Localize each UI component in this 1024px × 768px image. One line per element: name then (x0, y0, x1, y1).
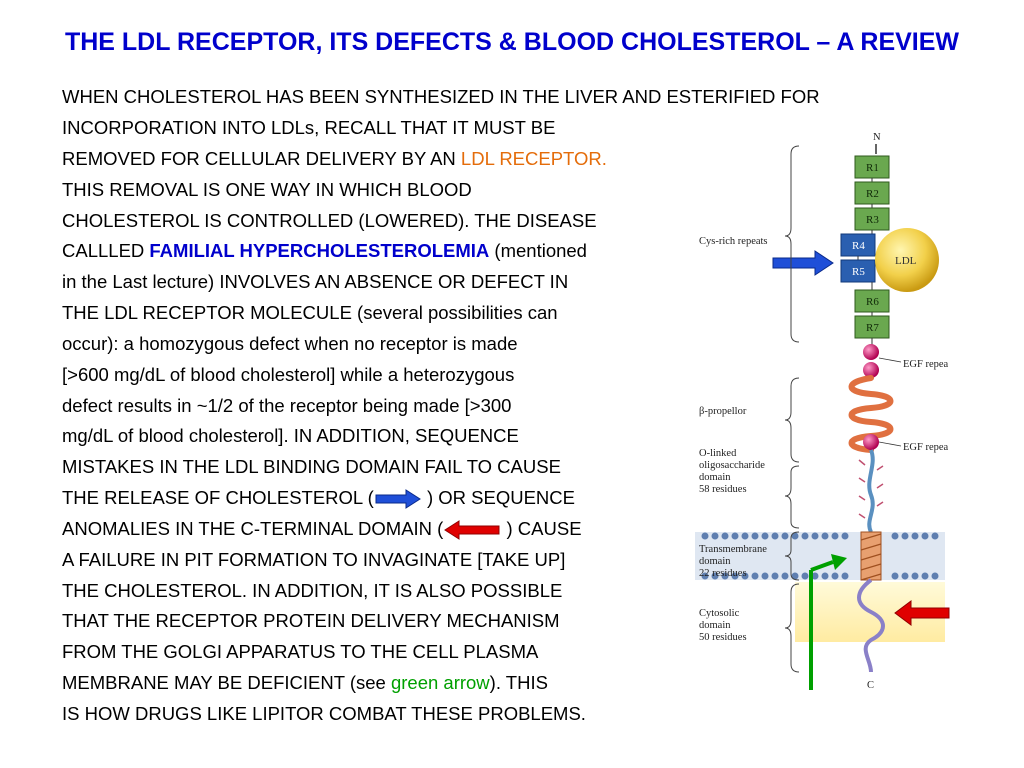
o-linked-label: oligosaccharide (699, 460, 765, 471)
text-line: [>600 mg/dL of blood cholesterol] while … (62, 364, 515, 385)
repeat-label: R2 (866, 188, 879, 200)
blue-arrow-icon (375, 489, 421, 510)
egf-bead (863, 344, 879, 360)
text-segment: THE RELEASE OF CHOLESTEROL ( (62, 487, 374, 508)
text-line: THE RELEASE OF CHOLESTEROL ( ) OR SEQUEN… (62, 487, 575, 510)
text-segment: MEMBRANE MAY BE DEFICIENT (see (62, 672, 391, 693)
repeat-label: R6 (866, 296, 879, 308)
transmembrane-label: 22 residues (699, 568, 747, 579)
domain-braces (784, 145, 800, 673)
ldl-receptor-diagram: N R1 R2 R3 R4 R5 R6 R7 LDL EGF repea EG (695, 132, 950, 691)
cys-rich-label: Cys-rich repeats (699, 236, 768, 247)
repeat-label: R3 (866, 214, 879, 226)
oligosaccharide-chains (858, 459, 884, 519)
cytosolic-tail (857, 578, 885, 673)
transmembrane-label: Transmembrane (699, 544, 767, 555)
text-line: MEMBRANE MAY BE DEFICIENT (see green arr… (62, 672, 548, 694)
text-segment: CALLLED (62, 240, 150, 261)
text-line: INCORPORATION INTO LDLs, RECALL THAT IT … (62, 117, 556, 138)
repeat-label: R1 (866, 162, 879, 174)
text-line: MISTAKES IN THE LDL BINDING DOMAIN FAIL … (62, 456, 561, 477)
green-arrow-icon (831, 554, 847, 570)
text-line: ANOMALIES IN THE C-TERMINAL DOMAIN ( ) C… (62, 518, 582, 541)
text-line: THAT THE RECEPTOR PROTEIN DELIVERY MECHA… (62, 610, 560, 631)
cytosolic-label: domain (699, 620, 731, 631)
text-line: THE CHOLESTEROL. IN ADDITION, IT IS ALSO… (62, 580, 563, 601)
green-arrow-highlight: green arrow (390, 672, 490, 693)
o-linked-label: O-linked (699, 448, 737, 459)
text-segment: ) CAUSE (501, 518, 582, 539)
slide-title: THE LDL RECEPTOR, ITS DEFECTS & BLOOD CH… (64, 28, 960, 56)
text-segment: REMOVED FOR CELLULAR DELIVERY BY AN (62, 148, 461, 169)
membrane-lipids (701, 532, 939, 580)
n-terminus-label: N (873, 132, 881, 143)
ldl-receptor-highlight: LDL RECEPTOR. (460, 148, 607, 169)
cytosolic-label: Cytosolic (699, 608, 740, 619)
text-line: IS HOW DRUGS LIKE LIPITOR COMBAT THESE P… (62, 703, 586, 724)
egf-repeat-label: EGF repea (903, 442, 949, 453)
o-linked-label: 58 residues (699, 484, 747, 495)
egf-repeat-label: EGF repea (903, 359, 949, 370)
red-arrow-icon (894, 600, 950, 626)
egf-bead (863, 362, 879, 378)
text-line: THIS REMOVAL IS ONE WAY IN WHICH BLOOD (62, 179, 472, 200)
text-segment: ). THIS (489, 672, 548, 693)
egf-bead (863, 434, 879, 450)
cytosolic-label: 50 residues (699, 632, 747, 643)
text-line: occur): a homozygous defect when no rece… (62, 333, 518, 354)
blue-arrow-icon (772, 250, 834, 276)
text-line: A FAILURE IN PIT FORMATION TO INVAGINATE… (62, 549, 566, 570)
red-arrow-icon (444, 520, 500, 541)
repeat-box (840, 259, 876, 283)
text-line: REMOVED FOR CELLULAR DELIVERY BY AN LDL … (62, 148, 607, 170)
beta-propeller-label: β-propellor (699, 406, 747, 417)
o-linked-stalk (867, 449, 875, 533)
ldl-particle (875, 228, 939, 292)
text-segment: ANOMALIES IN THE C-TERMINAL DOMAIN ( (62, 518, 444, 539)
c-terminus-label: C (867, 680, 874, 691)
o-linked-label: domain (699, 472, 731, 483)
text-line: defect results in ~1/2 of the receptor b… (62, 395, 512, 416)
text-line: CALLLED FAMILIAL HYPERCHOLESTEROLEMIA (m… (62, 240, 587, 262)
text-line: in the Last lecture) INVOLVES AN ABSENCE… (62, 271, 569, 292)
repeat-label: R7 (866, 322, 879, 334)
transmembrane-label: domain (699, 556, 731, 567)
ldl-label: LDL (895, 255, 917, 267)
disease-name-highlight: FAMILIAL HYPERCHOLESTEROLEMIA (149, 240, 490, 261)
text-line: FROM THE GOLGI APPARATUS TO THE CELL PLA… (62, 641, 539, 662)
text-line: THE LDL RECEPTOR MOLECULE (several possi… (62, 302, 558, 323)
text-line: mg/dL of blood cholesterol]. IN ADDITION… (62, 425, 519, 446)
repeat-label: R5 (852, 266, 865, 278)
membrane-band (695, 532, 945, 580)
cys-rich-repeats: R1 R2 R3 R4 R5 R6 R7 (840, 155, 890, 346)
text-line: WHEN CHOLESTEROL HAS BEEN SYNTHESIZED IN… (62, 86, 820, 107)
repeat-label: R4 (852, 240, 865, 252)
text-line: CHOLESTEROL IS CONTROLLED (LOWERED). THE… (62, 210, 597, 231)
text-segment: (mentioned (489, 240, 587, 261)
text-segment: ) OR SEQUENCE (421, 487, 575, 508)
